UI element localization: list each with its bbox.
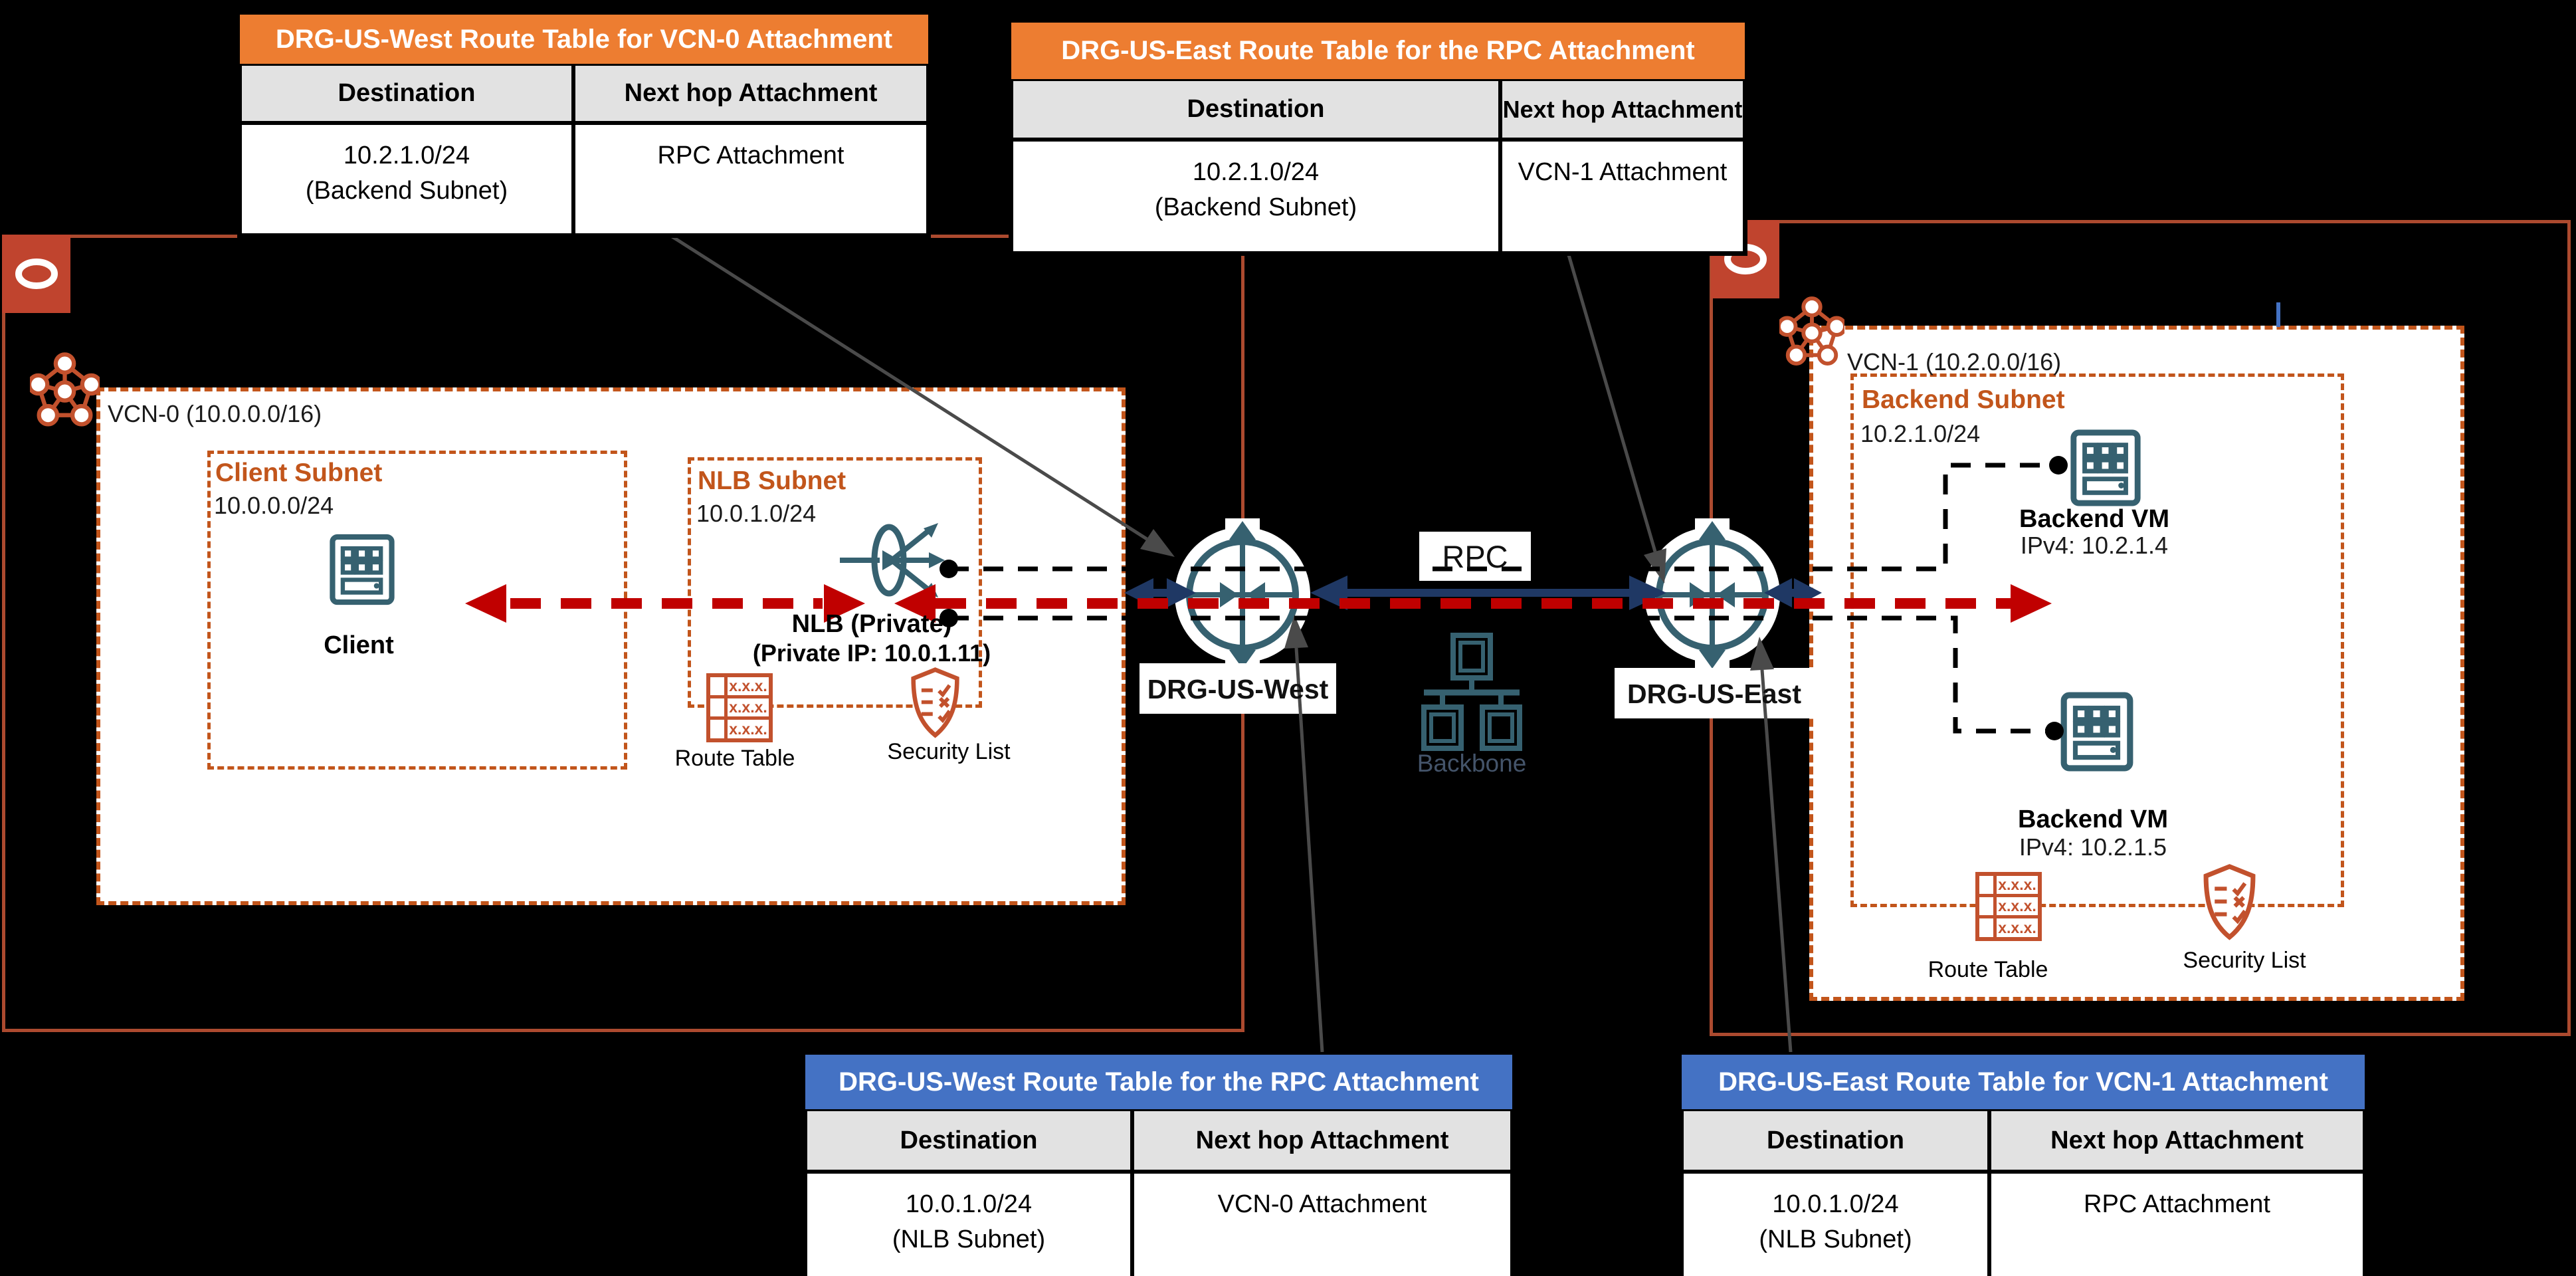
drg-us-east-label: DRG-US-East [1627,679,1801,709]
rpc-label-chip [1419,532,1531,581]
oracle-o-icon [15,259,58,289]
nlb-backend-link-dots [940,456,2068,740]
cell-destination: 10.2.1.0/24 (Backend Subnet) [240,123,573,235]
vcn-network-icon-east [1777,287,1847,382]
route-table-title: DRG-US-East Route Table for VCN-1 Attach… [1682,1055,2365,1109]
cell-destination: 10.0.1.0/24 (NLB Subnet) [1682,1172,1989,1276]
destination-line2: (NLB Subnet) [1759,1225,1912,1254]
vcn0-label: VCN-0 (10.0.0.0/16) [108,400,322,427]
column-header-destination: Destination [1682,1109,1989,1172]
client-subnet-box [207,451,627,770]
backend-vm2-ip: IPv4: 10.2.1.5 [2019,833,2167,861]
cell-next-hop: RPC Attachment [573,123,928,235]
route-table-row: x.x.x. [710,720,769,738]
client-subnet-cidr: 10.0.0.0/24 [214,492,334,519]
destination-line2: (Backend Subnet) [1154,193,1357,222]
route-table-label-east: Route Table [1928,957,2048,982]
route-table-row: x.x.x. [710,698,769,720]
nlb-subnet-name: NLB Subnet [698,467,846,495]
rpc-label: RPC [1442,539,1508,574]
traffic-flow-arrowheads [465,584,2052,623]
drg-us-east-label-chip [1615,668,1814,718]
backbone-label: Backbone [1417,750,1527,777]
route-table-card-drg-west-rpc: DRG-US-West Route Table for the RPC Atta… [803,1052,1515,1276]
leader-arrowheads [1140,529,1774,671]
destination-line1: 10.0.1.0/24 [1772,1190,1899,1218]
route-table-row: x.x.x. [1979,918,2038,937]
rpc-peering-arrowheads [1124,576,1822,610]
route-table-row: x.x.x. [1979,876,2038,897]
destination-line1: 10.2.1.0/24 [343,142,470,169]
column-header-next-hop: Next hop Attachment [1989,1109,2365,1172]
column-header-destination: Destination [1011,79,1500,140]
destination-line2: (NLB Subnet) [892,1225,1046,1254]
route-table-icon-east: x.x.x. x.x.x. x.x.x. [1975,872,2042,941]
route-table-row: x.x.x. [1979,897,2038,918]
column-header-destination: Destination [240,64,573,123]
backend-vm1-icon [2066,429,2145,510]
client-subnet-name: Client Subnet [215,459,383,487]
destination-line1: 10.0.1.0/24 [905,1190,1033,1218]
vcn0-box [96,387,1126,905]
route-table-card-drg-west-vcn0: DRG-US-West Route Table for VCN-0 Attach… [237,12,931,238]
column-header-destination: Destination [805,1109,1132,1172]
cell-destination: 10.2.1.0/24 (Backend Subnet) [1011,140,1500,253]
drg-us-east-icon [1639,518,1785,675]
leader-lines [633,211,1793,1053]
column-header-next-hop: Next hop Attachment [573,64,928,123]
security-list-label-west: Security List [887,739,1011,764]
destination-line2: (Backend Subnet) [305,177,508,205]
route-table-icon-west: x.x.x. x.x.x. x.x.x. [706,673,773,742]
route-table-label-west: Route Table [674,746,795,771]
column-header-next-hop: Next hop Attachment [1132,1109,1512,1172]
client-label: Client [324,631,394,659]
security-list-label-east: Security List [2183,948,2306,973]
route-table-title: DRG-US-West Route Table for the RPC Atta… [805,1055,1512,1109]
cell-next-hop: VCN-0 Attachment [1132,1172,1512,1276]
route-table-title: DRG-US-West Route Table for VCN-0 Attach… [240,15,928,64]
backend-subnet-cidr: 10.2.1.0/24 [1860,420,1981,447]
security-list-icon-west [909,667,962,742]
route-table-row: x.x.x. [710,677,769,698]
vcn1-label: VCN-1 (10.2.0.0/16) [1847,348,2062,375]
nlb-backend-links [949,463,2058,734]
destination-line1: 10.2.1.0/24 [1192,158,1320,186]
backend-vm1-ip: IPv4: 10.2.1.4 [2020,532,2169,559]
nlb-subnet-cidr: 10.0.1.0/24 [696,500,817,527]
nlb-subnet-box [688,457,982,708]
drg-us-west-label-chip [1139,663,1336,714]
vcn-network-icon-west [27,342,103,444]
drg-us-west-label: DRG-US-West [1147,674,1329,704]
client-compute-icon [329,530,395,612]
backend-vm1-name: Backend VM [2019,505,2169,533]
cell-next-hop: VCN-1 Attachment [1500,140,1745,253]
backend-subnet-box [1850,373,2344,907]
backbone-network-icon [1412,633,1532,754]
backend-subnet-name: Backend Subnet [1862,385,2065,414]
backend-vm2-icon [2060,691,2134,776]
column-header-next-hop: Next hop Attachment [1500,79,1745,140]
cell-next-hop: RPC Attachment [1989,1172,2365,1276]
oracle-logo-west [2,235,70,313]
cell-destination: 10.0.1.0/24 (NLB Subnet) [805,1172,1132,1276]
security-list-icon-east [2201,863,2258,944]
nlb-label-line2: (Private IP: 10.0.1.11) [752,639,991,667]
route-table-card-drg-east-vcn1: DRG-US-East Route Table for VCN-1 Attach… [1679,1052,2367,1276]
route-table-title: DRG-US-East Route Table for the RPC Atta… [1011,23,1745,79]
route-table-card-drg-east-rpc: DRG-US-East Route Table for the RPC Atta… [1009,20,1747,256]
nlb-label-line1: NLB (Private) [791,610,952,638]
backend-vm2-name: Backend VM [2018,805,2168,833]
